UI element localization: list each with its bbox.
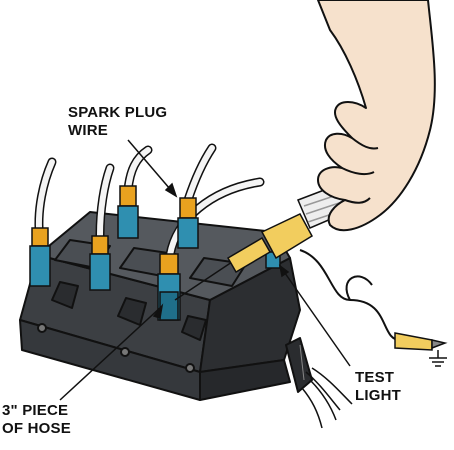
hand-icon bbox=[317, 0, 436, 232]
test-light-label-line1: TEST bbox=[355, 369, 395, 386]
spark-plug-wire-label-line1: SPARK PLUG bbox=[68, 104, 168, 121]
piece-of-hose-label-line2: OF HOSE bbox=[2, 420, 71, 437]
piece-of-hose-label: 3" PIECE OF HOSE bbox=[2, 402, 71, 438]
test-light-label: TEST LIGHT bbox=[355, 369, 401, 405]
alligator-clip-icon bbox=[394, 332, 448, 351]
harness-wires bbox=[301, 367, 353, 429]
piece-of-hose-label-line1: 3" PIECE bbox=[2, 402, 69, 419]
ground-symbol-icon bbox=[429, 350, 447, 367]
test-light-label-line2: LIGHT bbox=[355, 387, 401, 404]
leader-lines bbox=[59, 139, 351, 401]
spark-plug-wire-label: SPARK PLUG WIRE bbox=[68, 104, 167, 140]
hose-piece bbox=[159, 291, 179, 321]
spark-plug-wires bbox=[34, 143, 265, 260]
spark-plug-wire-label-line2: WIRE bbox=[68, 122, 108, 139]
test-light-lead bbox=[299, 249, 401, 341]
